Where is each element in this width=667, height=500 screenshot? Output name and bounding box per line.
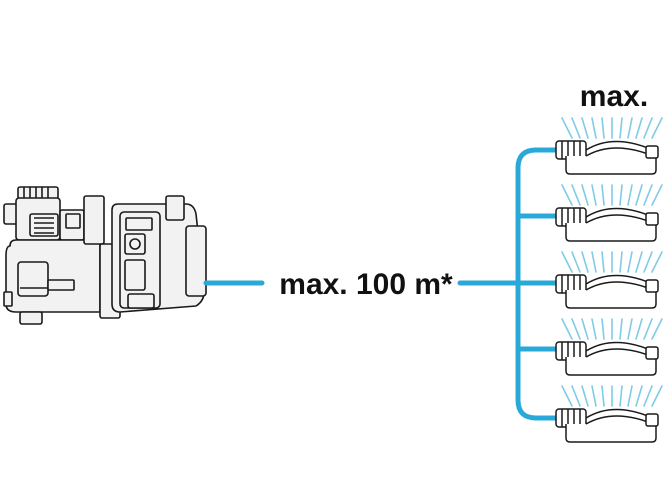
- oscillating-sprinkler-icon: [555, 408, 659, 443]
- sprinkler-item: [555, 318, 663, 376]
- water-spray-icon: [561, 117, 663, 139]
- oscillating-sprinkler-icon: [555, 140, 659, 175]
- distance-label: max. 100 m*: [279, 268, 453, 301]
- oscillating-sprinkler-icon: [555, 341, 659, 376]
- sprinkler-item: [555, 184, 663, 242]
- water-spray-icon: [561, 385, 663, 407]
- sprinkler-item: [555, 117, 663, 175]
- oscillating-sprinkler-icon: [555, 274, 659, 309]
- water-spray-icon: [561, 184, 663, 206]
- sprinkler-list: [555, 117, 663, 443]
- pump-icon: [3, 186, 207, 325]
- max-count-label: max.: [580, 80, 648, 113]
- oscillating-sprinkler-icon: [555, 207, 659, 242]
- water-spray-icon: [561, 318, 663, 340]
- water-spray-icon: [561, 251, 663, 273]
- sprinkler-item: [555, 385, 663, 443]
- sprinkler-item: [555, 251, 663, 309]
- hose-lines: [203, 147, 559, 421]
